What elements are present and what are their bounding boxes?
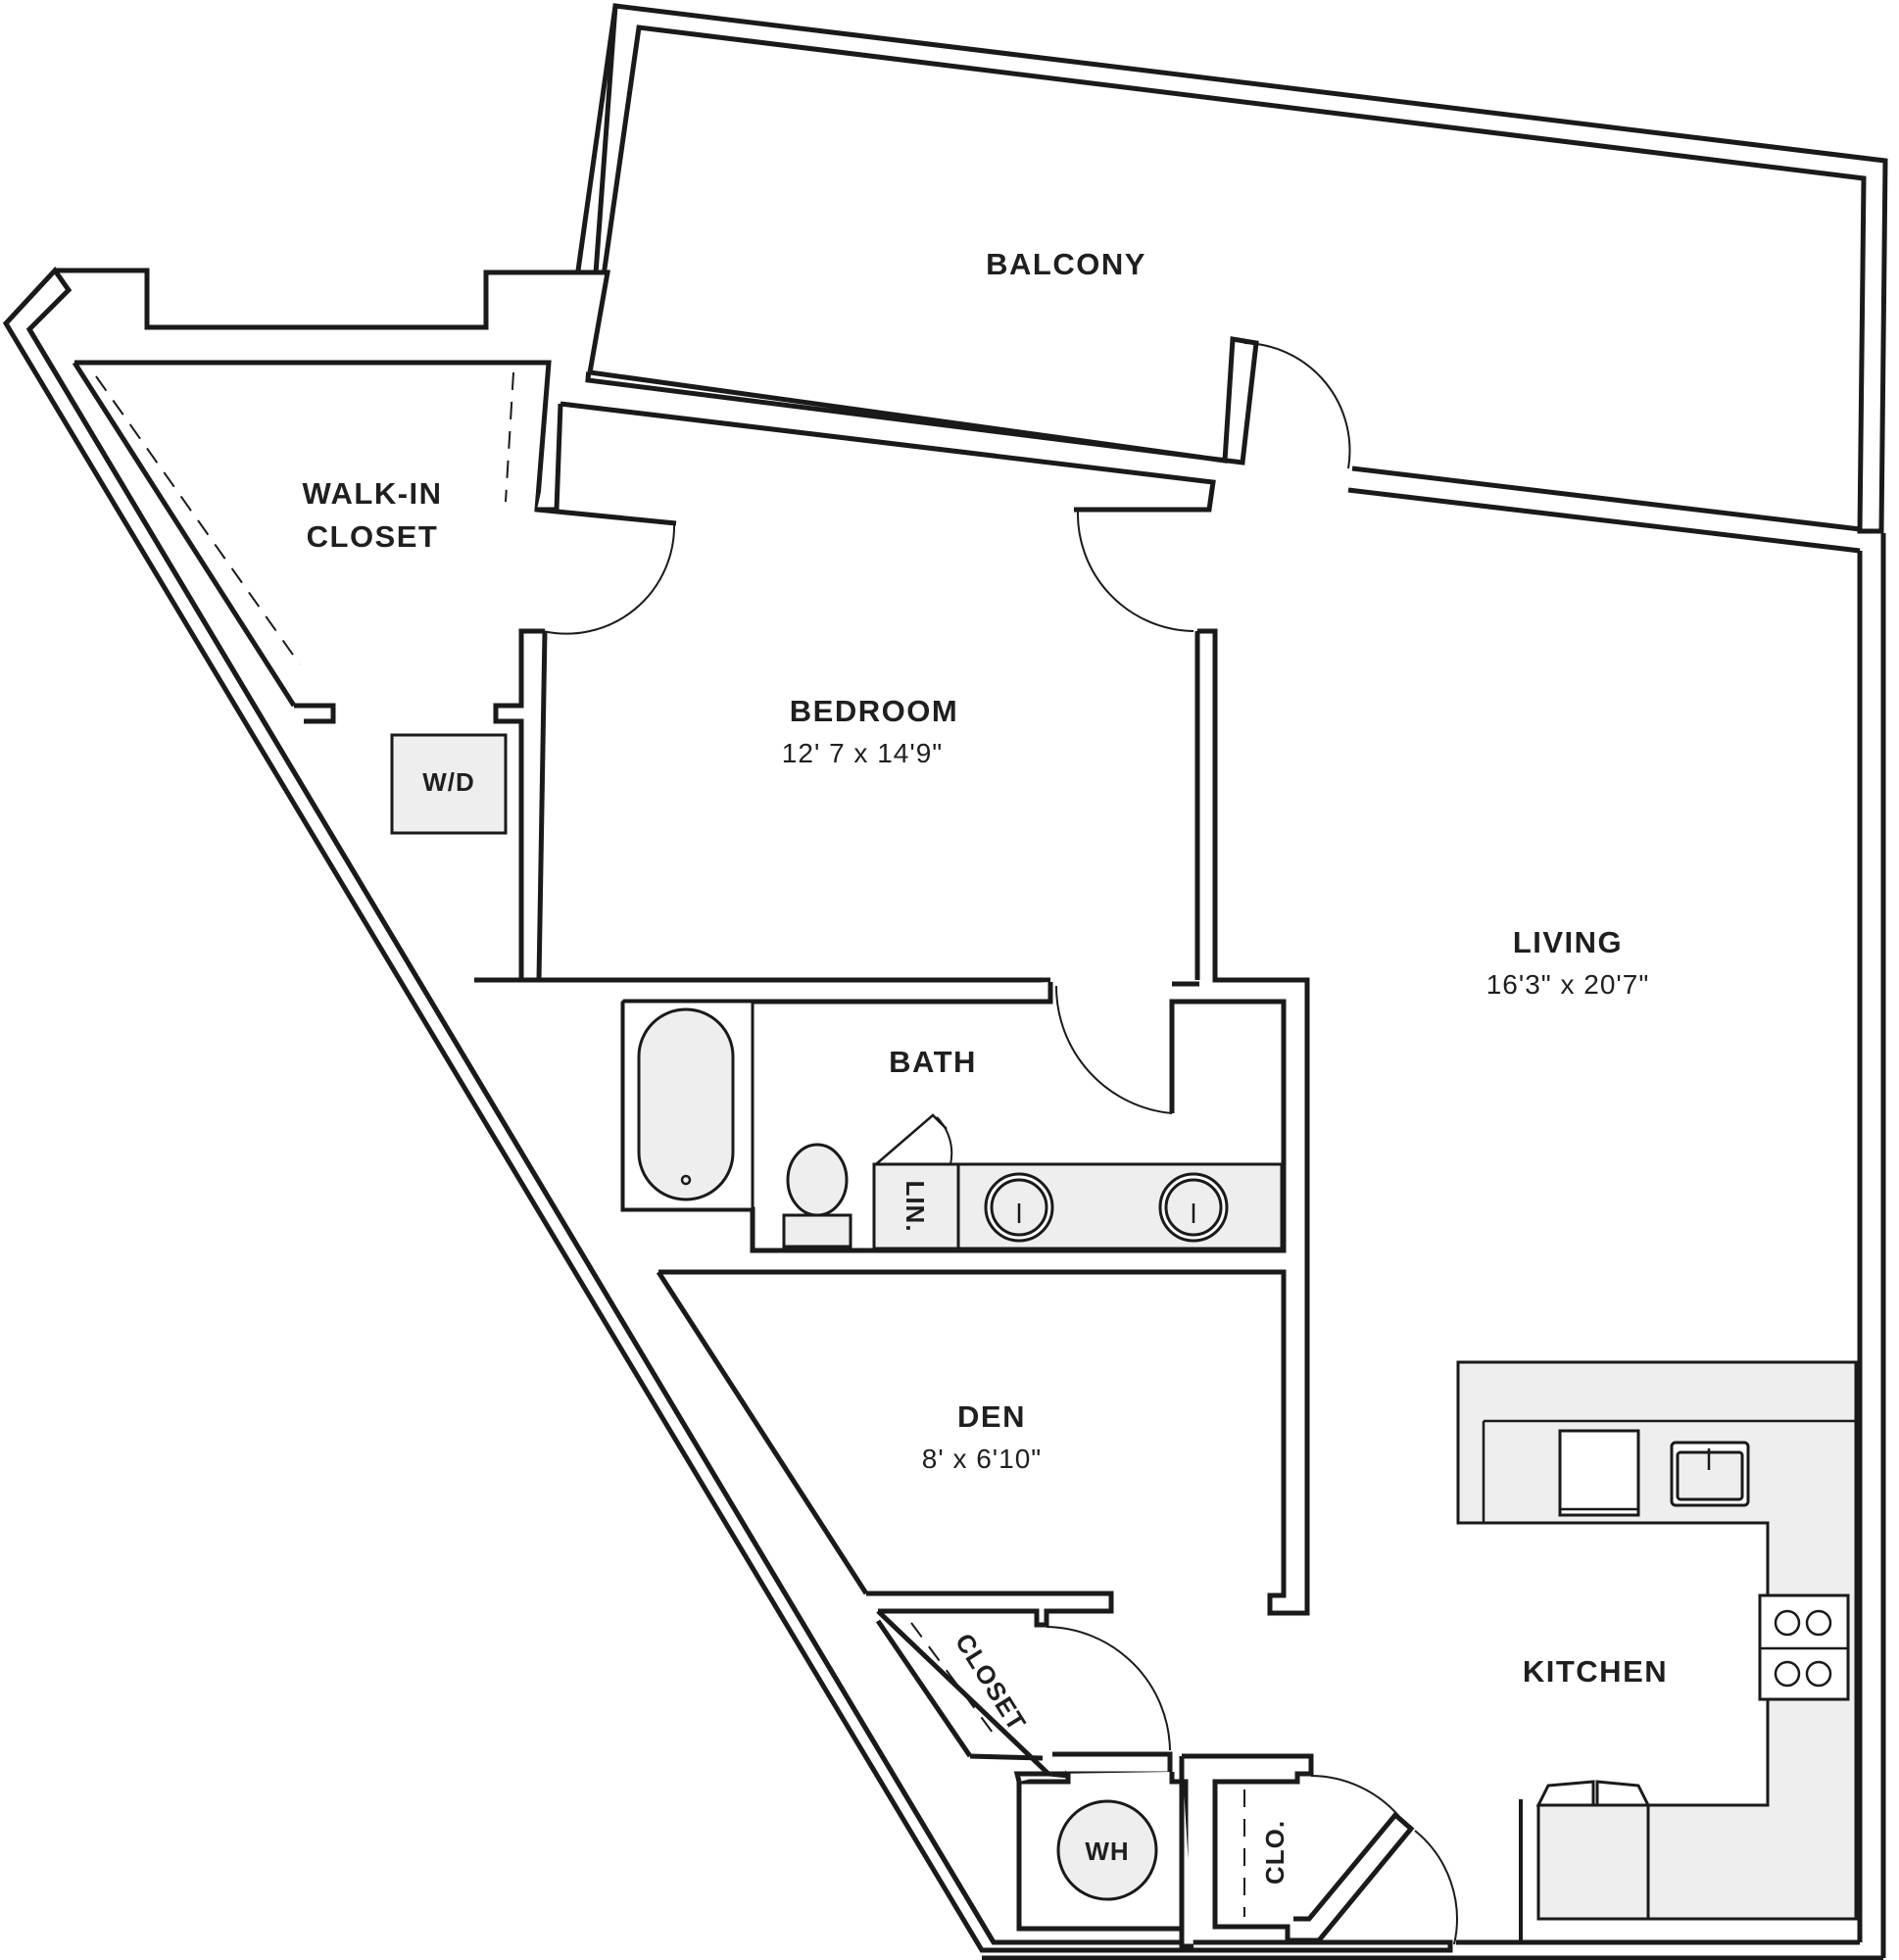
walk-in-closet-label-2: CLOSET — [307, 519, 439, 554]
sink-icon-2 — [1158, 1172, 1229, 1243]
walk-in-shelf-line — [95, 375, 301, 665]
toilet-icon — [782, 1143, 852, 1249]
bedroom-area: BEDROOM 12' 7 x 14'9" — [536, 401, 1310, 1058]
burner-icon — [1774, 1609, 1801, 1637]
bath-door-swing — [1054, 985, 1173, 1114]
balcony-door-swing — [1243, 342, 1351, 469]
walk-in-door-swing — [542, 522, 676, 635]
washer-dryer-unit — [390, 733, 508, 835]
clo-label: CLO. — [1260, 1820, 1290, 1885]
kitchen-area: KITCHEN — [1456, 1360, 1858, 1944]
balcony-label: BALCONY — [986, 247, 1146, 281]
den-closet-shelf-line — [910, 1622, 997, 1738]
walk-in-closet-label-1: WALK-IN — [302, 476, 442, 511]
walk-in-closet-area: W/D WALK-IN CLOSET — [72, 360, 677, 983]
kitchen-label: KITCHEN — [1523, 1654, 1668, 1689]
linen-closet — [872, 1162, 960, 1250]
exterior-walls — [2, 267, 1886, 1960]
living-label: LIVING — [1513, 925, 1623, 959]
living-dimensions: 16'3" x 20'7" — [1486, 969, 1650, 1000]
bath-area: LIN. BATH — [620, 982, 1310, 1274]
bath-label: BATH — [889, 1045, 977, 1079]
bedroom-dimensions: 12' 7 x 14'9" — [782, 738, 943, 768]
water-heater-closet: WH — [1013, 1751, 1189, 1932]
burner-icon — [1805, 1609, 1832, 1637]
linen-door-swing — [936, 1116, 953, 1165]
bathtub — [637, 1007, 735, 1201]
den-closet-door-swing — [1046, 1626, 1171, 1751]
dishwasher — [1558, 1429, 1640, 1517]
burner-icon — [1805, 1660, 1832, 1688]
clo-door-swing — [1310, 1775, 1402, 1820]
linen-label: LIN. — [901, 1180, 930, 1232]
water-heater-label: WH — [1085, 1837, 1129, 1866]
burner-icon — [1774, 1660, 1801, 1688]
refrigerator — [1535, 1780, 1651, 1921]
entry-door-swing — [1414, 1830, 1458, 1945]
living-area: LIVING 16'3" x 20'7" — [1486, 925, 1650, 1000]
bedroom-door-swing — [1076, 509, 1194, 632]
den-area: DEN 8' x 6'10" — [656, 1269, 1310, 1628]
bedroom-label: BEDROOM — [790, 694, 958, 728]
sink-icon — [984, 1172, 1054, 1243]
den-label: DEN — [957, 1399, 1026, 1434]
den-closet-area: CLOSET — [875, 1609, 1071, 1779]
water-heater-unit — [1056, 1799, 1158, 1901]
washer-dryer-label: W/D — [422, 767, 475, 797]
kitchen-sink-icon — [1670, 1441, 1750, 1507]
range-cooktop — [1758, 1593, 1850, 1701]
balcony-area — [575, 3, 1888, 554]
den-dimensions: 8' x 6'10" — [922, 1444, 1042, 1474]
clo-closet: CLO. — [1179, 1753, 1415, 1949]
walk-in-shelf-line-right — [505, 371, 514, 503]
tub-drain-icon — [680, 1174, 692, 1186]
